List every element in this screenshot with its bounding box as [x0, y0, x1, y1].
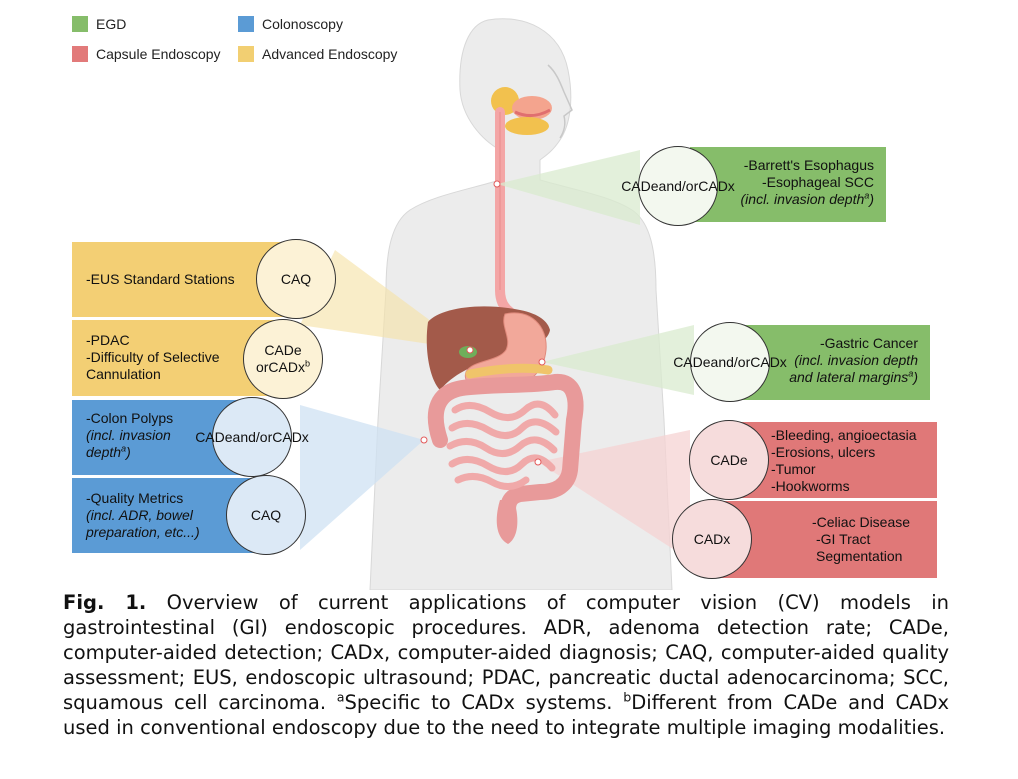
small-intestine [446, 400, 560, 490]
legend-label-advanced: Advanced Endoscopy [262, 46, 398, 62]
circle-quality-caq: CAQ [226, 475, 306, 555]
item-quality-metrics: -Quality Metrics [86, 490, 184, 506]
legend-label-colonoscopy: Colonoscopy [262, 16, 343, 32]
item-quality-prep: preparation, etc...) [86, 524, 200, 540]
item-gastric-invasion: (incl. invasion depth [794, 352, 918, 368]
legend-swatch-advanced [238, 46, 254, 62]
item-invasion-depth: (incl. invasion deptha) [740, 190, 874, 207]
item-barretts: -Barrett's Esophagus [743, 157, 874, 173]
item-pdac: -PDAC [86, 332, 130, 348]
panel-eus: -EUS Standard Stations [72, 242, 287, 317]
circle-capsule-cade: CADe [689, 420, 769, 500]
item-lateral-margins: and lateral marginsa) [789, 368, 918, 385]
circle-pdac: CADe orCADxb [243, 319, 323, 399]
panel-gastric: -Gastric Cancer (incl. invasion depth an… [740, 325, 930, 400]
face-outline [547, 64, 573, 139]
item-cannulation: Cannulation [86, 366, 161, 382]
caption-label: Fig. 1. [63, 591, 147, 614]
figure-caption: Fig. 1. Overview of current applications… [63, 590, 949, 740]
item-colon-polyps: -Colon Polyps [86, 410, 174, 426]
figure: EGD Colonoscopy Capsule Endoscopy Advanc… [72, 16, 937, 590]
focus-dots [420, 180, 546, 466]
footnote-b-mark: b [623, 689, 632, 705]
legend-item-egd: EGD [72, 16, 126, 32]
legend-item-colonoscopy: Colonoscopy [238, 16, 343, 32]
pancreas [465, 363, 553, 379]
legend-swatch-colonoscopy [238, 16, 254, 32]
item-segmentation: Segmentation [816, 548, 903, 564]
item-celiac: -Celiac Disease [812, 514, 911, 530]
circle-gastric: CADeand/orCADx [673, 322, 787, 402]
beam-eus [300, 250, 470, 350]
panel-pdac: -PDAC -Difficulty of Selective Cannulati… [72, 320, 287, 396]
footnote-b: Different from CADe and CADx used in con… [63, 691, 950, 739]
legend-swatch-egd [72, 16, 88, 32]
footnote-a-mark: a [336, 689, 345, 705]
legend-item-advanced: Advanced Endoscopy [238, 46, 397, 62]
item-polyps-depth: deptha) [86, 443, 131, 460]
item-gastric-cancer: -Gastric Cancer [819, 335, 918, 351]
colon [427, 373, 584, 518]
item-erosions: -Erosions, ulcers [771, 444, 876, 460]
circle-colon-polyps: CADeand/orCADx [195, 397, 309, 477]
item-selective-cannulation: -Difficulty of Selective [86, 349, 220, 365]
beam-gastric [542, 325, 694, 395]
item-esophageal-scc: -Esophageal SCC [761, 174, 874, 190]
beam-esophagus [497, 150, 640, 225]
legend-label-capsule: Capsule Endoscopy [96, 46, 221, 62]
caption-text: Overview of current applications of comp… [63, 591, 949, 714]
item-hookworms: -Hookworms [771, 478, 850, 494]
legend-item-capsule: Capsule Endoscopy [72, 46, 221, 62]
panel-esophagus: -Barrett's Esophagus -Esophageal SCC (in… [690, 147, 886, 222]
circle-eus-caq: CAQ [256, 239, 336, 319]
beam-colon [300, 405, 424, 550]
legend-label-egd: EGD [96, 16, 127, 32]
item-gi-tract: -GI Tract [816, 531, 871, 547]
item-polyps-invasion: (incl. invasion [86, 427, 171, 443]
rectum [496, 500, 518, 544]
footnote-a: Specific to CADx systems. [344, 691, 613, 714]
item-eus-stations: -EUS Standard Stations [86, 271, 235, 287]
item-bleeding: -Bleeding, angioectasia [771, 427, 917, 443]
circle-esophagus: CADeand/orCADx [621, 146, 735, 226]
panel-capsule-cade: -Bleeding, angioectasia -Erosions, ulcer… [735, 422, 937, 498]
item-tumor: -Tumor [771, 461, 816, 477]
circle-capsule-cadx: CADx [672, 499, 752, 579]
legend-swatch-capsule [72, 46, 88, 62]
gi-anatomy-illustration [300, 18, 694, 590]
panel-capsule-cadx: -Celiac Disease -GI Tract Segmentation [720, 501, 937, 578]
item-quality-adr: (incl. ADR, bowel [86, 507, 193, 523]
